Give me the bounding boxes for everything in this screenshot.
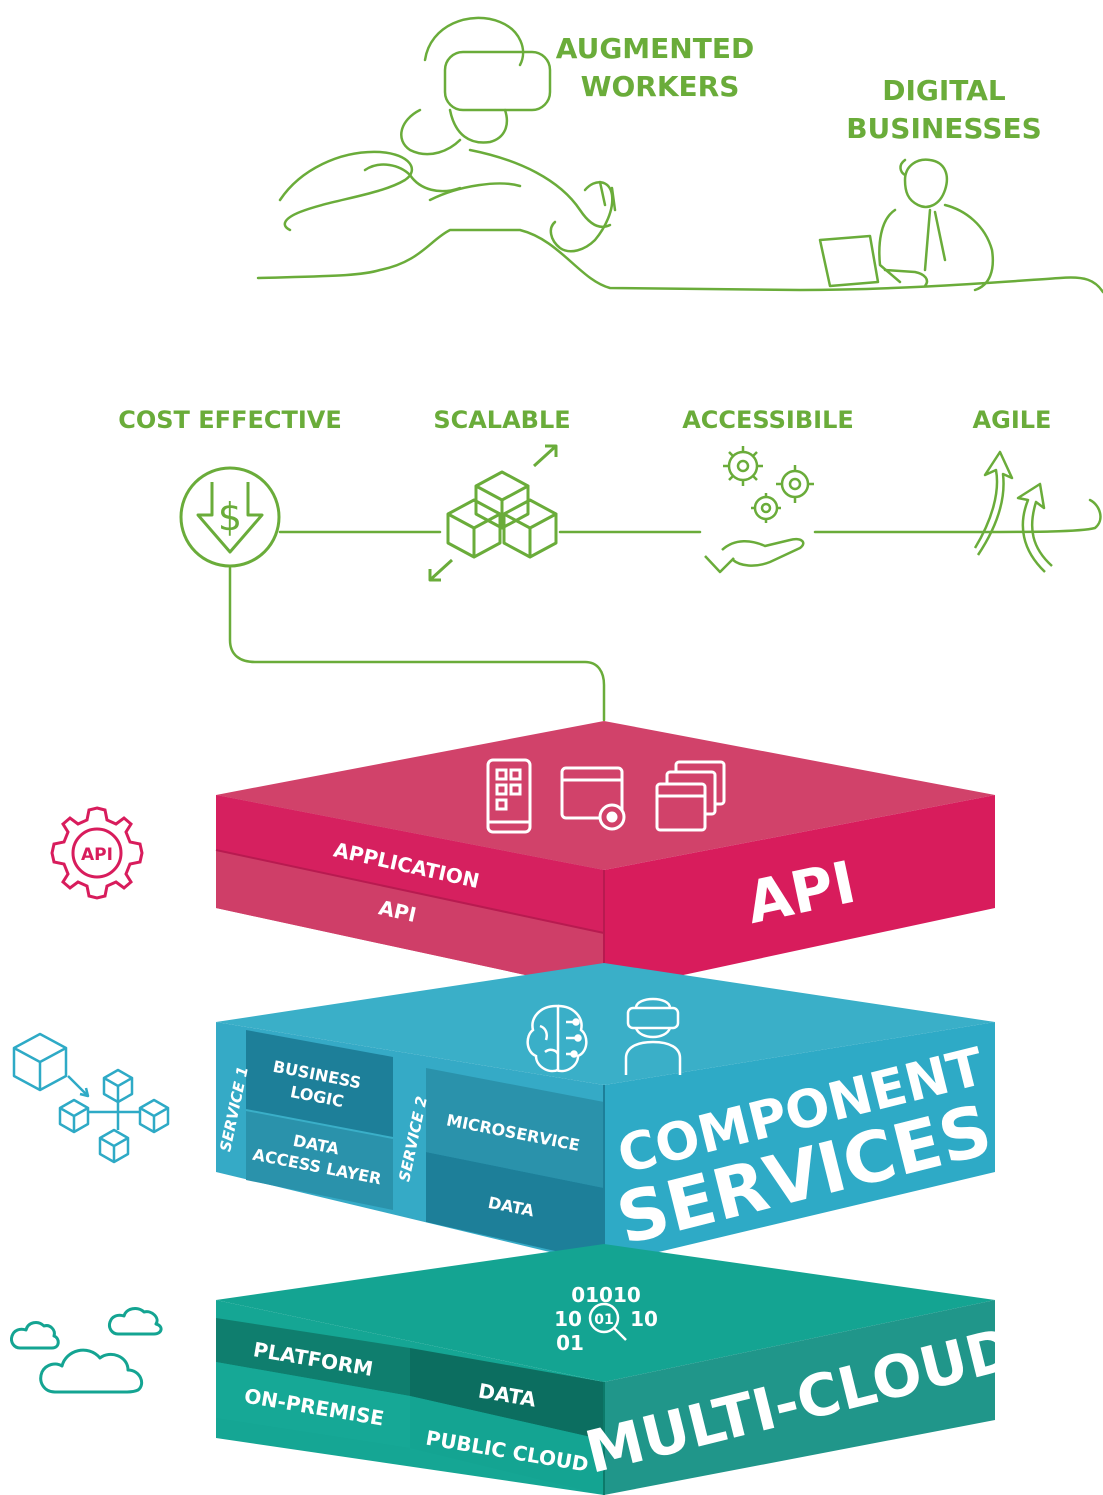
binary-row-left1: 10 xyxy=(554,1307,582,1331)
multi-cloud-layer: PLATFORM DATA ON-PREMISE PUBLIC CLOUD MU… xyxy=(216,1244,1022,1495)
api-top-face xyxy=(216,721,995,870)
attr-label-agile: AGILE xyxy=(973,406,1052,434)
cubes-network-icon xyxy=(12,1032,170,1164)
attr-label-accessible: ACCESSIBILE xyxy=(682,406,854,434)
binary-row-bottom: 01 xyxy=(556,1331,584,1355)
clouds-icon xyxy=(10,1307,163,1394)
dollar-sign: $ xyxy=(218,495,242,539)
arrows-up-icon xyxy=(973,450,1053,573)
mobile-app-icon xyxy=(486,758,532,834)
mc-top-face xyxy=(216,1244,995,1382)
mc-right-face xyxy=(604,1300,995,1495)
binary-row-top: 01010 xyxy=(571,1283,641,1307)
digital-label-line2: BUSINESSES xyxy=(846,112,1042,145)
vr-person-icon xyxy=(624,997,682,1075)
dollar-down-icon xyxy=(179,466,281,568)
digital-label-line1: DIGITAL xyxy=(882,74,1006,107)
component-services-layer: SERVICE 1 SERVICE 2 BUSINESS LOGIC DATA … xyxy=(216,963,999,1265)
augmented-label-line2: WORKERS xyxy=(581,70,740,103)
api-gear-label: API xyxy=(81,845,113,865)
cs-service2-upper xyxy=(426,1068,604,1188)
mc-cell-platform xyxy=(216,1318,410,1396)
cs-top-face xyxy=(216,963,995,1085)
business-person-icon xyxy=(818,158,994,292)
line-art-figures xyxy=(256,16,1103,294)
mc-cell-data xyxy=(410,1348,604,1440)
cs-service1-upper xyxy=(246,1030,393,1138)
api-gear-icon xyxy=(50,806,144,900)
brain-icon xyxy=(526,1004,588,1073)
api-layer: APPLICATION API API xyxy=(215,721,995,992)
windows-stack-icon xyxy=(655,760,726,832)
gears-hand-icon xyxy=(704,446,814,574)
api-left-band xyxy=(216,850,604,992)
attributes-connectors xyxy=(228,498,1102,722)
attr-label-cost: COST EFFECTIVE xyxy=(118,406,342,434)
augmented-label-line1: AUGMENTED xyxy=(556,32,754,65)
attr-label-scalable: SCALABLE xyxy=(433,406,570,434)
vr-worker-icon xyxy=(278,16,617,253)
browser-settings-icon xyxy=(560,766,626,831)
binary-row-right1: 10 xyxy=(630,1307,658,1331)
cubes-icon xyxy=(428,444,558,582)
cs-service1-lower xyxy=(246,1110,393,1210)
api-right-face xyxy=(604,795,995,992)
cs-right-face xyxy=(604,1022,995,1265)
binary-row-center: 01 xyxy=(594,1312,613,1328)
cs-service2-lower xyxy=(426,1152,604,1262)
api-left-upper xyxy=(216,795,604,933)
binary-search-icon xyxy=(588,1302,627,1341)
mc-cell-public xyxy=(410,1396,604,1495)
ground-line xyxy=(256,228,1103,294)
mc-cell-onprem xyxy=(216,1362,410,1448)
